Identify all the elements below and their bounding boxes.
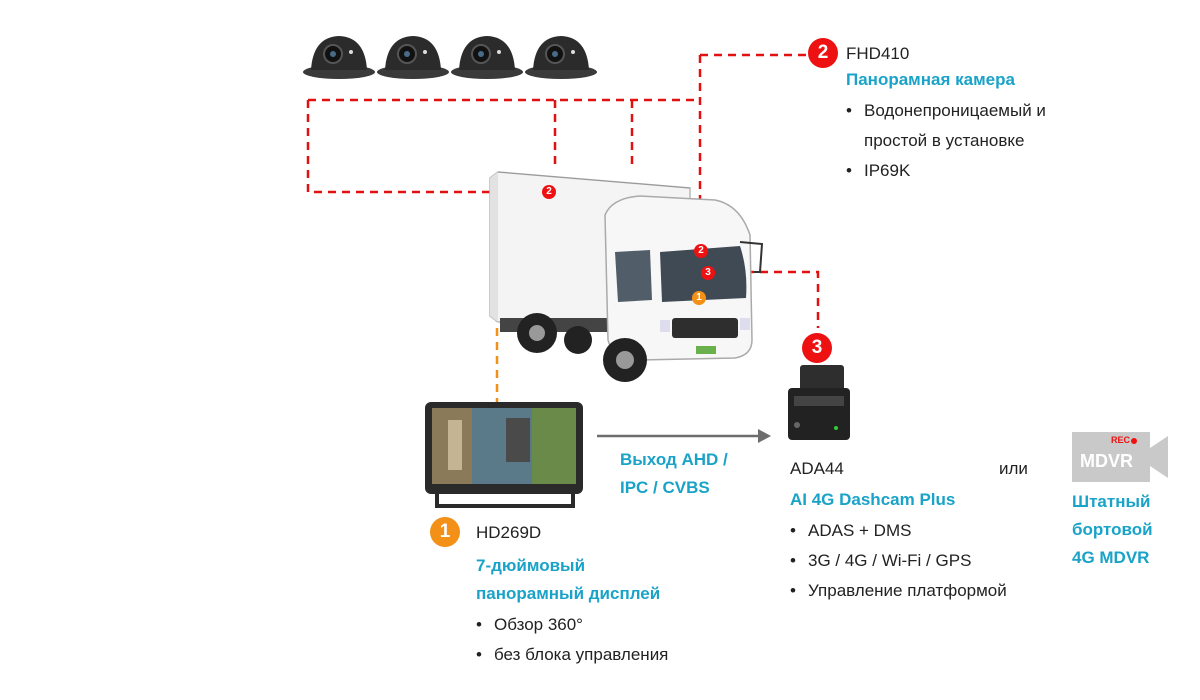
or-label: или: [999, 459, 1028, 478]
display-title-line-1: 7-дюймовый: [476, 556, 586, 575]
cameras-features: •Водонепроницаемый и простой в установке…: [846, 96, 1046, 186]
truck-marker-dashcam: 3: [701, 266, 715, 280]
mdvr-line-2: бортовой: [1072, 520, 1153, 539]
display-title: 7-дюймовый панорамный дисплей: [476, 552, 660, 608]
feature-item: •3G / 4G / Wi-Fi / GPS: [790, 551, 972, 570]
camera-4: [525, 36, 597, 79]
cameras-title: Панорамная камера: [846, 70, 1015, 89]
dashcam-model: ADA44: [790, 459, 844, 478]
display-features: •Обзор 360° •без блока управления: [476, 610, 668, 670]
display-model: HD269D: [476, 523, 542, 542]
camera-2: [377, 36, 449, 79]
feature-item: •ADAS + DMS: [790, 521, 912, 540]
feature-item: •Управление платформой: [790, 581, 1007, 600]
truck-marker-camera-front: 2: [694, 244, 708, 258]
camera-3: [451, 36, 523, 79]
dashcam-features: •ADAS + DMS •3G / 4G / Wi-Fi / GPS •Упра…: [790, 516, 1007, 606]
dashcam-title: AI 4G Dashcam Plus: [790, 490, 956, 509]
cameras-badge: 2: [808, 38, 838, 68]
output-arrow: [597, 429, 771, 443]
dashcam-device: [788, 365, 850, 440]
feature-item: •Обзор 360°: [476, 615, 583, 634]
truck-marker-display: 1: [692, 291, 706, 305]
display-monitor: [425, 402, 583, 508]
output-line-1: Выход AHD /: [620, 450, 728, 469]
mdvr-caption: Штатный бортовой 4G MDVR: [1072, 488, 1153, 572]
cameras-model: FHD410: [846, 44, 910, 63]
feature-item: •IP69K: [846, 161, 911, 180]
mdvr-icon: [1072, 432, 1168, 482]
mdvr-line-1: Штатный: [1072, 492, 1151, 511]
mdvr-logo: MDVR: [1080, 451, 1133, 471]
truck-illustration: [489, 171, 764, 382]
mdvr-rec-label: REC: [1111, 435, 1131, 445]
feature-item: •Водонепроницаемый и: [846, 101, 1046, 120]
truck-marker-camera-rear: 2: [542, 185, 556, 199]
display-badge: 1: [430, 517, 460, 547]
camera-1: [303, 36, 375, 79]
display-title-line-2: панорамный дисплей: [476, 584, 661, 603]
feature-item: •без блока управления: [476, 645, 669, 664]
feature-item: простой в установке: [864, 131, 1025, 150]
mdvr-line-3: 4G MDVR: [1072, 548, 1150, 567]
dashcam-badge: 3: [802, 333, 832, 363]
output-line-2: IPC / CVBS: [620, 478, 710, 497]
output-label: Выход AHD / IPC / CVBS: [620, 446, 728, 502]
